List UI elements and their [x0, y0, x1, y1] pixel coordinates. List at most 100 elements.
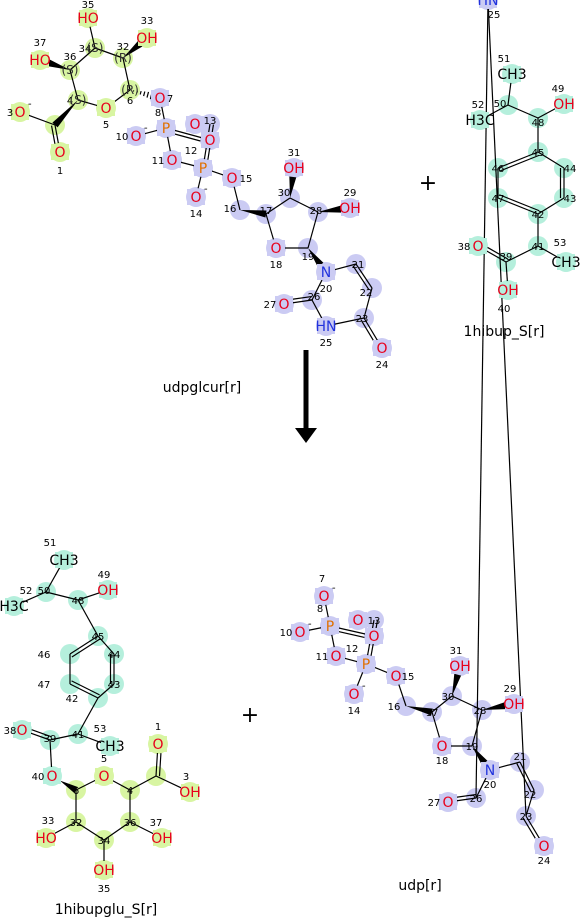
hibup-atom-label: OH	[497, 283, 519, 299]
udp-label-bg	[479, 0, 497, 8]
udp-bond	[525, 815, 540, 839]
hibupglu-double-bond	[71, 680, 100, 696]
udp-atom-number: 15	[402, 672, 415, 683]
udpglcur-atom-label: OH	[283, 161, 305, 177]
caption-udpglcur: udpglcur[r]	[163, 380, 241, 396]
udpglcur-wedge-bond	[289, 176, 297, 198]
hibup-bond	[485, 249, 507, 263]
udpglcur-label-bg	[341, 200, 359, 216]
udp-label-bg	[315, 588, 333, 604]
udp-atom-number: 16	[388, 702, 401, 713]
udpglcur-label-bg	[157, 120, 175, 136]
udp-bond	[356, 672, 364, 686]
hibupglu-atom-number: 40	[32, 772, 45, 783]
hibup-atom-label: H3C	[465, 113, 494, 129]
udpglcur-atom-number: 31	[288, 148, 301, 159]
udpglcur-hash-bond	[139, 90, 142, 95]
udpglcur-stereo-label: (S)	[87, 41, 104, 55]
udp-atom-label: O	[330, 649, 341, 665]
udpglcur-atom-number: 5	[103, 120, 109, 131]
hibupglu-label-bg	[43, 768, 61, 784]
hibup-bond	[497, 151, 539, 169]
caption-hibup: 1hibup_S[r]	[464, 324, 545, 340]
udp-label-bg	[451, 658, 469, 674]
udpglcur-atom-number: 30	[278, 188, 291, 199]
hibupglu-atom-label: O	[152, 737, 163, 753]
udp-wedge-bond	[472, 746, 488, 765]
udpglcur-atom-number: 11	[152, 156, 165, 167]
udpglcur-bond	[363, 287, 373, 319]
hibup-bond	[497, 197, 539, 215]
hibup-atom-number: 43	[564, 194, 577, 205]
udpglcur-atom-number: 15	[240, 174, 253, 185]
udpglcur-atom-label: O	[14, 105, 25, 121]
hibupglu-atom-number: 47	[38, 680, 51, 691]
udpglcur-bond	[54, 124, 59, 144]
udpglcur-bond	[69, 47, 96, 71]
udp-bond	[519, 761, 535, 791]
udpglcur-double-bond	[352, 265, 370, 291]
hibup-atom-number: 42	[532, 210, 545, 221]
udp-atom-number: 27	[428, 798, 441, 809]
udp-atom-number: 20	[484, 780, 497, 791]
hibup-double-bond	[487, 246, 509, 260]
hibupglu-bond	[77, 592, 100, 601]
udpglcur-bond	[289, 197, 319, 213]
udp-wedge-bond	[452, 673, 462, 696]
hibup-label-bg	[469, 238, 487, 254]
hibupglu-bond	[97, 635, 115, 655]
udp-atom-number: 30	[442, 692, 455, 703]
udpglcur-charge: -	[144, 123, 148, 134]
udpglcur-bond	[363, 317, 378, 341]
udp-atom-number: 26	[470, 794, 483, 805]
udpglcur-bond	[161, 106, 165, 120]
udpglcur-charge: -	[28, 99, 32, 110]
udp-label-bg	[365, 628, 383, 644]
hibupglu-atom-label: O	[16, 723, 27, 739]
hibupglu-label-bg	[5, 598, 23, 614]
hibupglu-label-bg	[181, 784, 199, 800]
hibup-bond	[537, 107, 557, 119]
hibupglu-bond	[69, 635, 99, 655]
udpglcur-atom-label: O	[270, 241, 281, 257]
udp-bond	[487, 8, 527, 817]
caption-udp: udp[r]	[398, 878, 441, 894]
hibup-bond	[505, 261, 508, 282]
udp-atom-label: O	[390, 669, 401, 685]
hibupglu-atom-number: 6	[73, 786, 79, 797]
udpglcur-bond	[94, 47, 124, 59]
plus-sign-top: +	[419, 171, 437, 196]
udpglcur-atom-number: 12	[185, 146, 198, 157]
udpglcur-atom-number: 7	[167, 94, 173, 105]
plus-sign-bottom: +	[241, 703, 259, 728]
udpglcur-bond	[355, 263, 373, 289]
udpglcur-atom-number: 17	[260, 206, 273, 217]
hibupglu-bond	[75, 779, 97, 791]
udpglcur-atom-number: 26	[308, 292, 321, 303]
udp-atom-label: P	[326, 619, 334, 635]
udp-bond	[308, 627, 322, 631]
udpglcur-bond	[167, 136, 171, 152]
udp-atom-number: 12	[346, 644, 359, 655]
udp-double-bond	[456, 793, 476, 798]
udpglcur-label-bg	[11, 104, 29, 120]
udp-atom-label: OH	[503, 697, 525, 713]
udpglcur-atom-label: O	[204, 133, 215, 149]
hibup-label-bg	[557, 254, 575, 270]
udpglcur-wedge-bond	[318, 205, 342, 213]
hibup-bond	[537, 245, 559, 259]
udpglcur-label-bg	[194, 160, 212, 176]
hibup-bond	[507, 104, 539, 119]
udp-atom-label: O	[368, 629, 379, 645]
udpglcur-label-bg	[373, 340, 391, 356]
udp-atom-number: 7	[319, 574, 325, 585]
udpglcur-atom-number: 24	[376, 360, 389, 371]
udpglcur-atom-number: 1	[57, 166, 63, 177]
udp-atom-label: O	[352, 613, 363, 629]
hibupglu-atom-label: OH	[151, 831, 173, 847]
udp-atom-label: O	[348, 687, 359, 703]
udpglcur-atom-number: 37	[34, 38, 47, 49]
udp-label-bg	[433, 738, 451, 754]
hibupglu-atom-number: 52	[20, 586, 33, 597]
udp-atom-label: P	[362, 657, 370, 673]
